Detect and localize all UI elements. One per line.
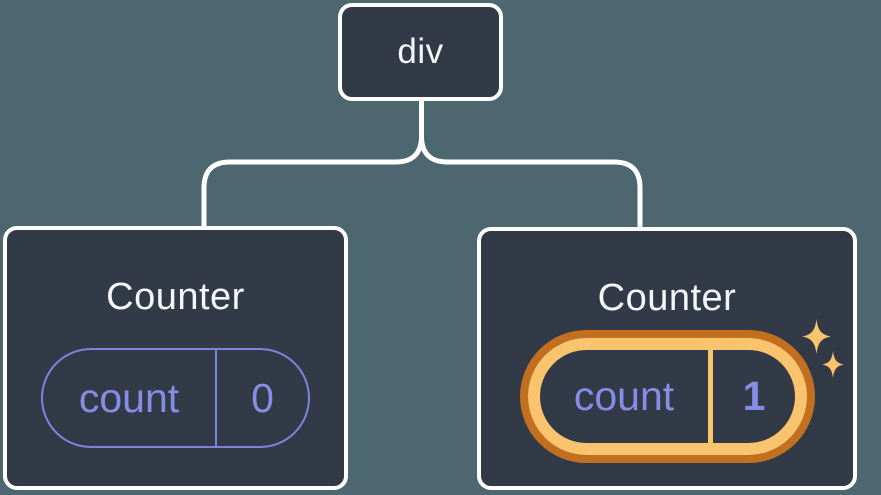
state-value: 0	[251, 374, 274, 421]
state-key-label: count	[43, 350, 217, 446]
root-node-div: div	[338, 3, 503, 101]
counter-node-right: Counter count 1	[477, 227, 857, 490]
counter-title: Counter	[106, 276, 245, 318]
state-pill-highlighted: count 1	[528, 338, 807, 455]
connector-left-branch	[201, 98, 424, 229]
state-pill-divider	[708, 350, 713, 443]
state-pill: count 0	[41, 348, 310, 448]
root-node-label: div	[397, 32, 444, 71]
state-key-label: count	[573, 373, 675, 419]
counter-title: Counter	[597, 277, 737, 319]
state-value: 1	[742, 373, 766, 419]
connector-right-branch	[419, 98, 643, 230]
counter-node-left: Counter count 0	[3, 226, 348, 490]
